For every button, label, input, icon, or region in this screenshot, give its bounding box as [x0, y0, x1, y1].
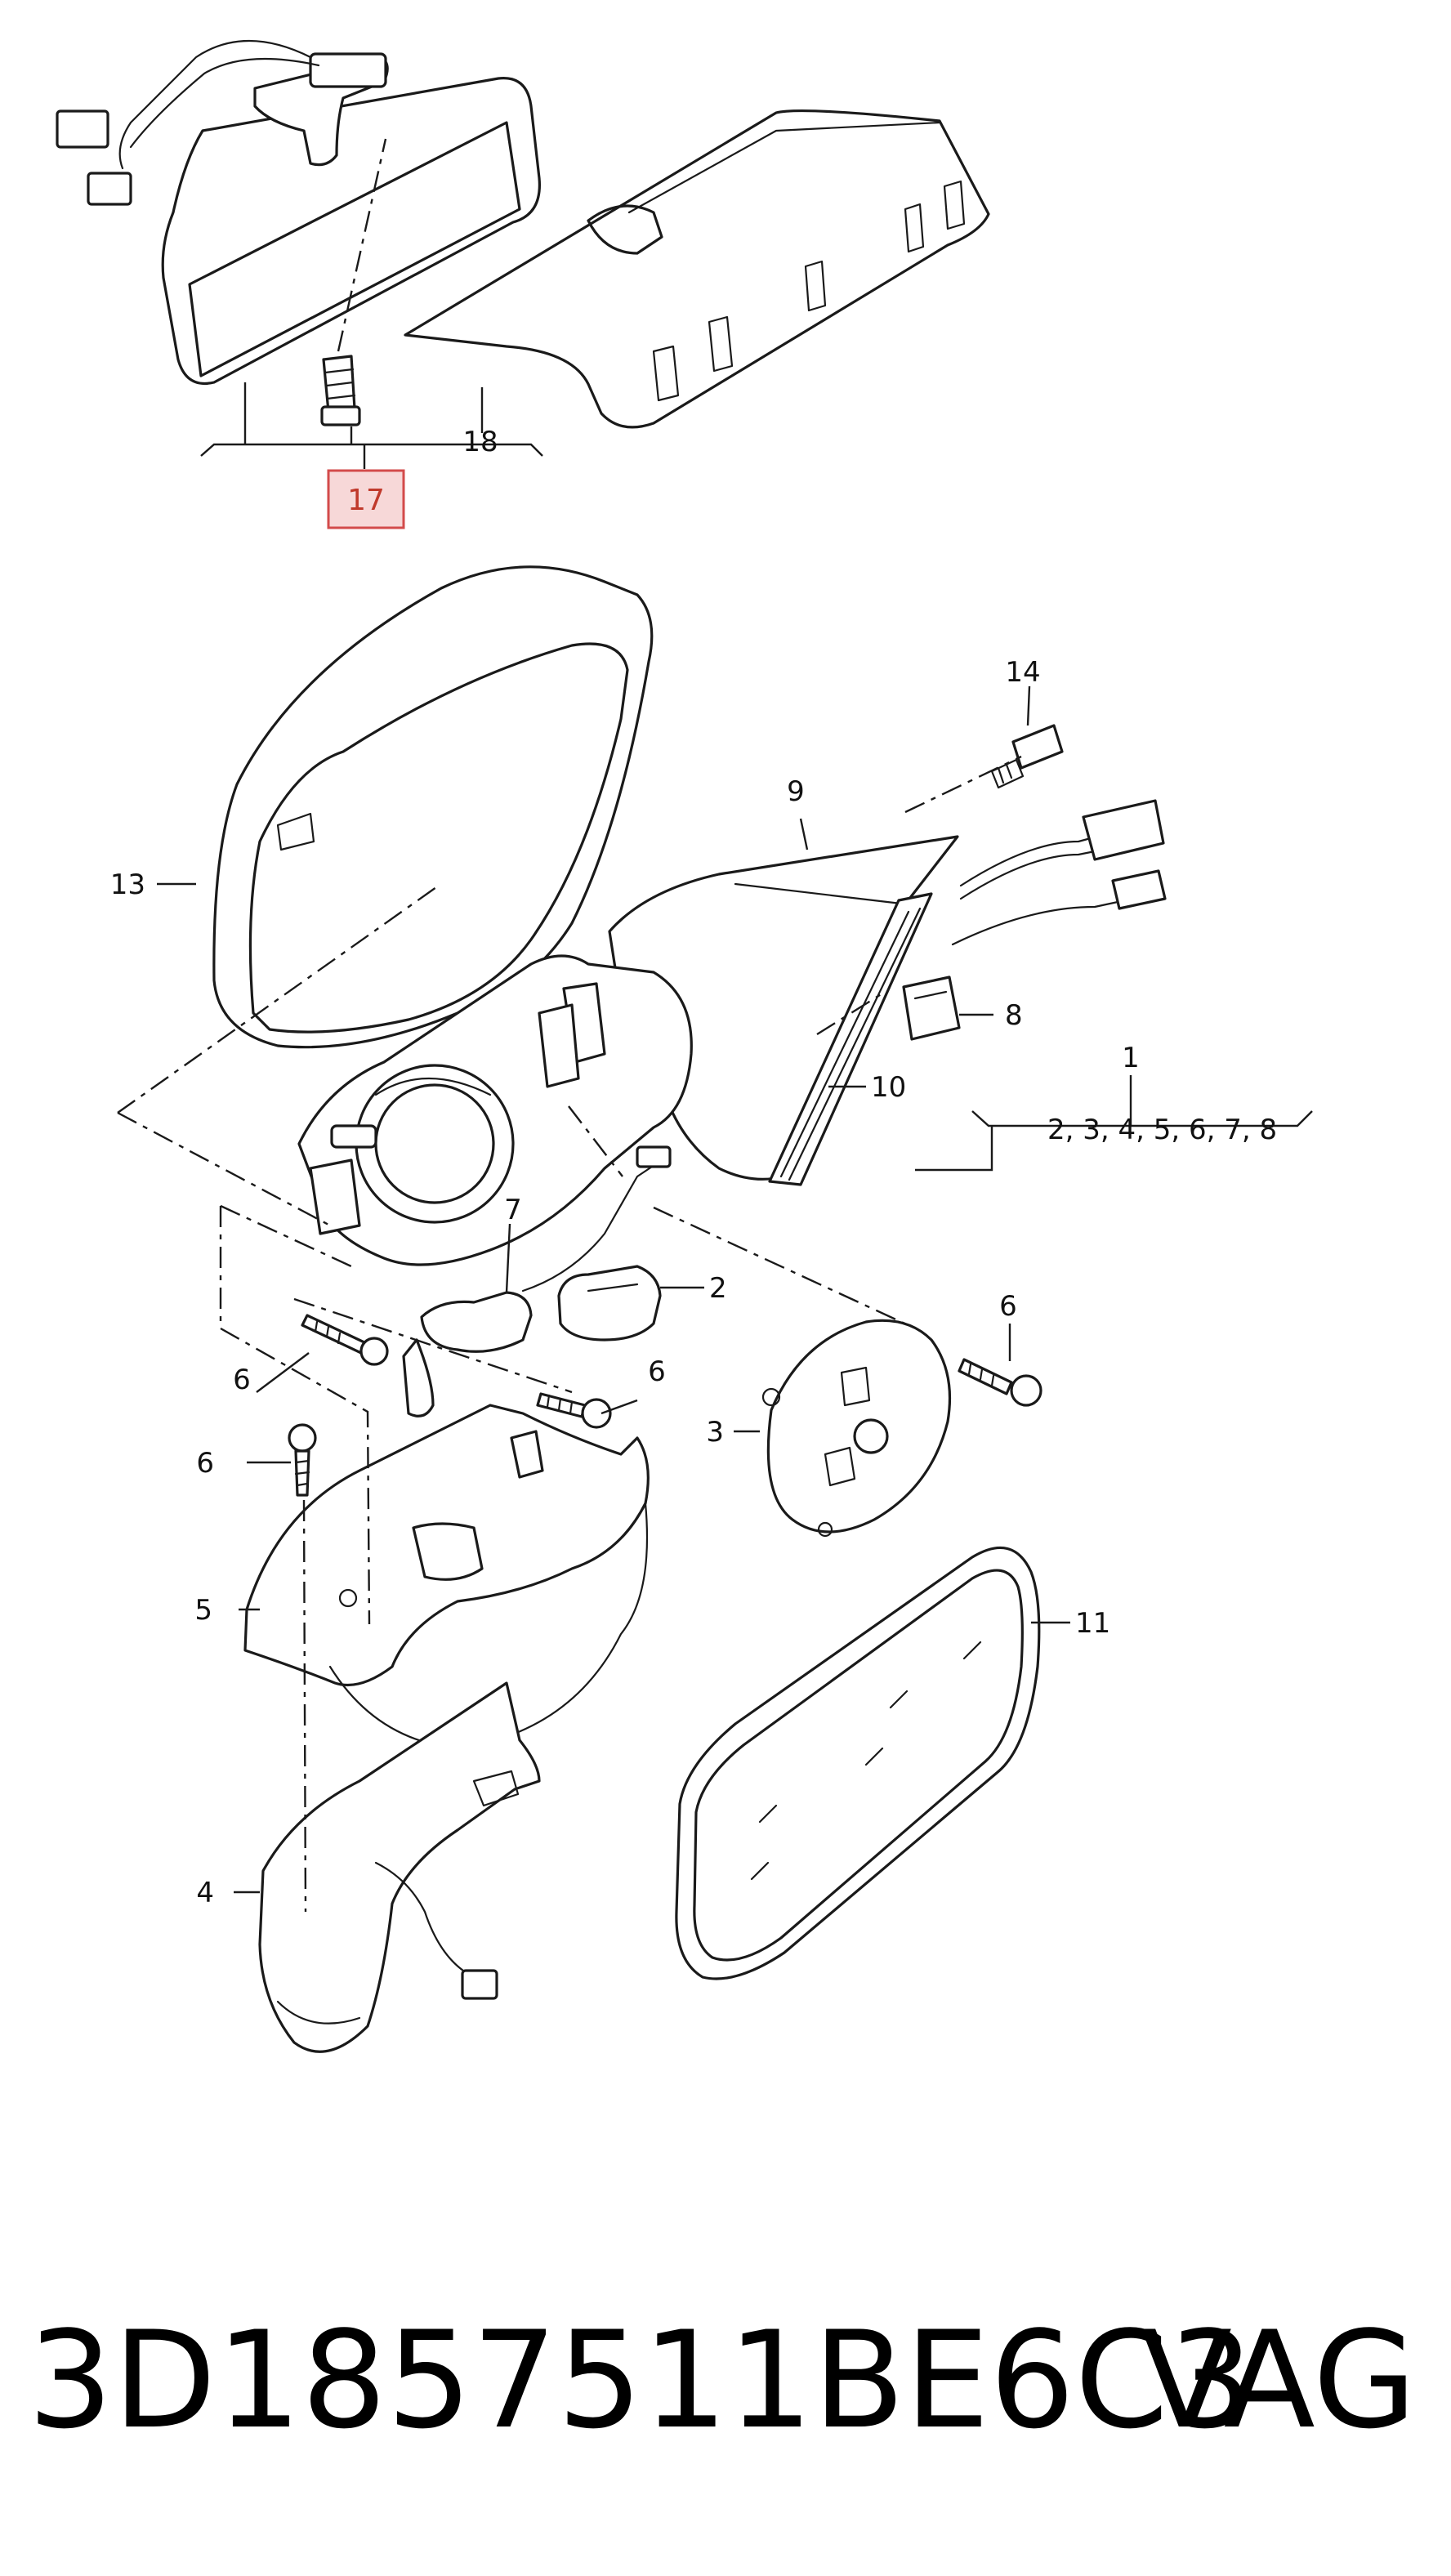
callout-5-label: 5 — [194, 1594, 212, 1627]
callout-14-label: 14 — [1005, 656, 1040, 689]
brand-name: VAG — [1141, 2302, 1417, 2458]
callout-17-highlight — [327, 469, 405, 529]
part-10-gasket — [768, 892, 933, 1186]
part-5-lower-housing — [243, 1404, 650, 1750]
callout-4-label: 4 — [196, 1877, 214, 1909]
mirror-cover-panel — [404, 109, 990, 429]
callout-10-label: 10 — [871, 1071, 906, 1104]
callout-8-label: 8 — [1005, 999, 1023, 1032]
callout-13-label: 13 — [110, 868, 145, 901]
part-11-mirror-glass — [675, 1546, 1041, 1980]
callout-7-label: 7 — [504, 1194, 522, 1226]
dashed-guides — [117, 755, 1022, 1913]
callout-6-label-left-mid: 6 — [233, 1364, 251, 1396]
part-4-lower-cover — [258, 1681, 541, 2053]
part-6-screw-d — [288, 1423, 317, 1497]
callout-2-label: 2 — [709, 1272, 727, 1305]
interior-mirror-assembly — [56, 40, 541, 426]
callout-3-label: 3 — [706, 1416, 724, 1449]
callout-18-label: 18 — [462, 426, 498, 458]
callout-9-label: 9 — [787, 775, 805, 808]
callout-bracket-17-18 — [200, 382, 543, 469]
part-3-adjust-motor — [761, 1319, 952, 1538]
leader-lines — [157, 685, 1313, 1894]
part-6-screw-c — [958, 1358, 1042, 1407]
part-number: 3D1857511BE6C3 — [28, 2302, 1253, 2458]
callout-1-label: 1 — [1122, 1042, 1140, 1074]
part-13-housing-cap — [212, 565, 654, 1049]
callout-11-label: 11 — [1075, 1607, 1110, 1640]
callout-17-label: 17 — [347, 484, 385, 517]
part-2-clip — [557, 1265, 662, 1342]
callout-6-label-left-low: 6 — [196, 1447, 214, 1480]
part-6-screw-b — [536, 1392, 612, 1429]
part-7-motor — [402, 1145, 672, 1417]
part-8-connector — [902, 975, 961, 1041]
dashed-guide-top — [337, 138, 387, 352]
callout-6-label-center: 6 — [648, 1355, 666, 1388]
part-14-screw — [990, 724, 1064, 789]
part-6-screw-a — [301, 1314, 389, 1366]
callout-6-label-top-right: 6 — [999, 1290, 1017, 1323]
wiring-harness-right — [951, 799, 1167, 946]
callout-1-sublabel: 2, 3, 4, 5, 6, 7, 8 — [1047, 1114, 1277, 1146]
mirror-adjuster-housing — [297, 954, 693, 1266]
